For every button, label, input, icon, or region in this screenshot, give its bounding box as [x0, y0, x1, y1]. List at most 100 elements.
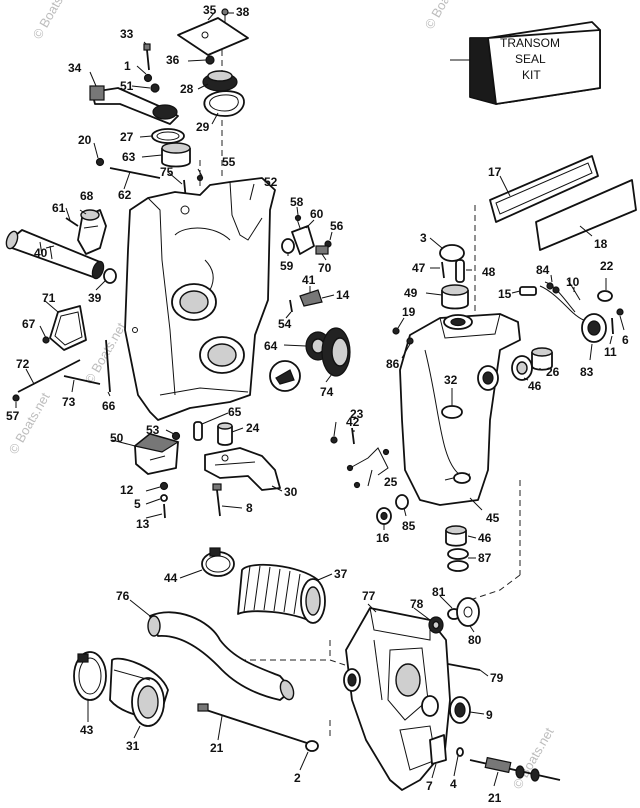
part-label-20: 20 — [78, 133, 92, 147]
part-label-60: 60 — [310, 207, 324, 221]
part-label-38: 38 — [236, 5, 250, 19]
part-label-50: 50 — [110, 431, 124, 445]
part-label-55: 55 — [222, 155, 236, 169]
leader-lines — [15, 12, 625, 787]
part-label-77: 77 — [362, 589, 376, 603]
part-50-block — [133, 433, 180, 475]
part-label-66: 66 — [102, 399, 116, 413]
part-label-1: 1 — [124, 59, 131, 73]
part-2-nut — [305, 740, 319, 752]
part-74-bearing — [321, 327, 351, 377]
part-label-83: 83 — [580, 365, 594, 379]
part-label-28: 28 — [180, 82, 194, 96]
part-37-bellows — [237, 563, 326, 624]
part-8-bolt — [212, 483, 222, 517]
part-label-45: 45 — [486, 511, 500, 525]
part-label-26: 26 — [546, 365, 560, 379]
part-4-o-ring — [456, 747, 464, 757]
part-63-bushing — [161, 142, 191, 168]
part-32-washer — [441, 405, 463, 419]
part-6-screw — [616, 308, 624, 316]
part-label-68: 68 — [80, 189, 94, 203]
part-label-23: 23 — [350, 407, 364, 421]
part-33-bolt — [143, 43, 151, 71]
part-label-80: 80 — [468, 633, 482, 647]
part-label-8: 8 — [246, 501, 253, 515]
part-label-34: 34 — [68, 61, 82, 75]
part-70-clip — [315, 245, 329, 255]
part-label-65: 65 — [228, 405, 242, 419]
part-label-85: 85 — [402, 519, 416, 533]
part-23-screw — [330, 436, 338, 444]
part-label-42: 42 — [346, 415, 360, 429]
part-11-screw — [611, 317, 614, 335]
part-label-6: 6 — [622, 333, 629, 347]
part-54-screw — [289, 299, 293, 313]
part-label-81: 81 — [432, 585, 446, 599]
part-label-62: 62 — [118, 188, 132, 202]
part-47-pin — [441, 261, 445, 279]
part-76-exhaust-hose — [147, 611, 295, 701]
part-87-washers — [447, 548, 469, 572]
part-71-gasket — [49, 305, 87, 351]
part-label-32: 32 — [444, 373, 458, 387]
part-label-49: 49 — [404, 286, 418, 300]
part-53-screw — [171, 431, 181, 441]
part-20-nut — [95, 157, 105, 167]
part-73-stud — [63, 375, 101, 385]
part-label-10: 10 — [566, 275, 580, 289]
watermark-text: © Boats.net — [422, 0, 469, 31]
part-79-stud — [447, 663, 481, 671]
part-57-nut — [12, 394, 20, 402]
part-label-12: 12 — [120, 483, 134, 497]
kit-title-line3: KIT — [522, 68, 541, 82]
part-label-59: 59 — [280, 259, 294, 273]
part-44-hose-clamp — [201, 547, 235, 577]
part-label-71: 71 — [42, 291, 56, 305]
part-25-ground-strap — [346, 447, 390, 489]
part-46-bushing-upper — [511, 355, 533, 381]
part-label-67: 67 — [22, 317, 36, 331]
part-21-shift-cable-upper — [197, 703, 311, 745]
part-41-bracket — [299, 289, 323, 307]
part-label-35: 35 — [203, 3, 217, 17]
part-52-gimbal-housing — [124, 177, 276, 421]
part-label-54: 54 — [278, 317, 292, 331]
part-46-bushing-lower — [445, 525, 467, 547]
part-label-21-upper: 21 — [210, 741, 224, 755]
part-1-washer — [143, 73, 153, 83]
part-39-o-ring — [103, 268, 117, 284]
part-label-14: 14 — [336, 288, 350, 302]
part-label-30: 30 — [284, 485, 298, 499]
part-label-53: 53 — [146, 423, 160, 437]
part-42-screw — [351, 427, 355, 445]
part-label-75: 75 — [160, 165, 174, 179]
part-22-clip — [597, 290, 613, 302]
part-label-43: 43 — [80, 723, 94, 737]
part-label-63: 63 — [122, 150, 136, 164]
part-34-lever — [89, 85, 179, 125]
part-49-bushing — [441, 284, 469, 310]
part-label-61: 61 — [52, 201, 66, 215]
part-65-pin — [193, 421, 203, 441]
part-label-11: 11 — [604, 345, 617, 359]
part-label-72: 72 — [16, 357, 30, 371]
part-61-screw — [65, 217, 79, 227]
part-label-36: 36 — [166, 53, 180, 67]
part-label-5: 5 — [134, 497, 141, 511]
part-58-screw — [294, 214, 302, 222]
seal-detail-callout — [269, 360, 301, 392]
part-13-screw — [163, 503, 166, 519]
watermark-text: © Boats.net — [510, 725, 557, 792]
part-label-76: 76 — [116, 589, 130, 603]
part-label-56: 56 — [330, 219, 344, 233]
part-label-58: 58 — [290, 195, 304, 209]
part-label-44: 44 — [164, 571, 178, 585]
part-label-47: 47 — [412, 261, 426, 275]
part-28-cap — [202, 70, 238, 92]
part-label-19: 19 — [402, 305, 416, 319]
part-label-18: 18 — [594, 237, 608, 251]
part-12-nut — [159, 481, 169, 491]
part-51-nut — [150, 83, 160, 93]
